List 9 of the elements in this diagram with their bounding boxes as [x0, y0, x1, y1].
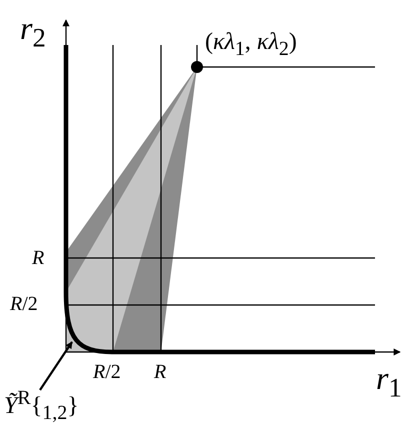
- tick-label: R/2: [93, 362, 121, 382]
- leader-arrow: [39, 341, 73, 391]
- tick-label: R: [154, 362, 166, 382]
- math-label: Ỹ$^{R}${$_{1,2}$}: [4, 388, 79, 423]
- axis-label: r$_{1}$: [376, 362, 402, 402]
- tick-label: R: [32, 248, 44, 268]
- axis-label: r$_{2}$: [20, 12, 46, 52]
- coordinate-label: (κλ$_{1}$, κλ$_{2}$): [205, 30, 297, 59]
- tick-label: R/2: [10, 294, 38, 314]
